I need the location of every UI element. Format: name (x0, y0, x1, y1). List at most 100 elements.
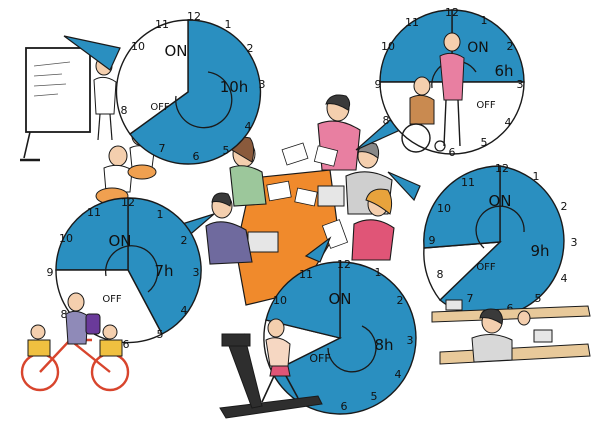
clock-number: 11 (461, 176, 475, 189)
arc-arrow-icon (327, 325, 377, 373)
clock-number: 2 (397, 294, 404, 307)
work-sector (55, 197, 129, 271)
work-sector (127, 197, 202, 335)
hours-label: 10h (220, 78, 249, 96)
clock-number: 1 (157, 208, 164, 221)
clock-number: 11 (87, 206, 101, 219)
on-label: ON (467, 40, 489, 56)
clock-number: 5 (157, 328, 164, 341)
arc-arrow-icon (175, 71, 233, 129)
clock-number: 12 (337, 258, 351, 271)
wheel-icon (401, 123, 431, 153)
whiteboard (25, 47, 91, 133)
person-purple-left (205, 192, 253, 265)
clock-number: 5 (481, 136, 488, 149)
clock-dial-student: ON 9h OFF 12 1 2 3 4 5 6 7 8 9 10 11 (387, 162, 591, 365)
caregiver-scene (401, 32, 465, 153)
off-label: OFF (476, 262, 496, 273)
off-label: OFF (309, 352, 330, 365)
clock-number: 10 (437, 202, 451, 215)
person-green-top (229, 136, 267, 207)
clock-number: 12 (121, 196, 135, 209)
clock-number: 4 (245, 120, 252, 133)
clock-number: 8 (61, 308, 68, 321)
clock-number: 11 (405, 16, 419, 29)
clock-dial-cyclist: ON 7h OFF 12 1 2 3 4 5 6 8 9 10 11 (20, 196, 215, 392)
on-label: ON (488, 192, 511, 210)
laptop-icon (445, 299, 463, 311)
clock-number: 12 (187, 10, 201, 23)
clock-number: 1 (225, 18, 232, 31)
lecture-hall-scene (431, 299, 591, 365)
laptop-icon (533, 329, 553, 343)
clock-number: 6 (123, 338, 130, 351)
person-pink-right (351, 188, 395, 261)
clock-dial-teacher: ON OFF 10h 12 1 2 3 4 5 6 7 8 10 11 (63, 10, 266, 165)
arc-arrow-icon (105, 245, 159, 293)
clock-number: 10 (131, 40, 145, 53)
clock-number: 3 (259, 78, 266, 91)
clock-number: 7 (467, 292, 474, 305)
off-sector (115, 19, 189, 135)
clock-number: 9 (375, 78, 382, 91)
clock-number: 3 (571, 236, 578, 249)
hours-label: 8h (374, 336, 393, 354)
meeting-scene (205, 94, 395, 306)
on-label: ON (328, 290, 351, 308)
laptop-icon (247, 231, 279, 253)
clock-number: 6 (341, 400, 348, 413)
clock-number: 5 (371, 390, 378, 403)
on-label: ON (108, 232, 131, 250)
clock-number: 2 (181, 234, 188, 247)
clock-number: 10 (273, 294, 287, 307)
clock-number: 8 (383, 114, 390, 127)
hours-label: 6h (494, 62, 513, 80)
work-sector (451, 9, 525, 83)
laptop-icon (317, 185, 345, 207)
clock-dial-runner: ON 8h OFF 12 1 2 3 4 5 6 10 11 (219, 236, 417, 419)
clock-number: 10 (59, 232, 73, 245)
clock-number: 6 (449, 146, 456, 159)
work-sector (423, 165, 501, 249)
on-label: ON (164, 42, 187, 60)
clock-number: 1 (481, 14, 488, 27)
clock-number: 4 (505, 116, 512, 129)
clock-number: 4 (561, 272, 568, 285)
clock-number: 9 (429, 234, 436, 247)
clock-number: 1 (533, 170, 540, 183)
clock-number: 1 (375, 266, 382, 279)
clock-number: 4 (181, 304, 188, 317)
clock-number: 10 (381, 40, 395, 53)
clock-number: 6 (193, 150, 200, 163)
clock-number: 5 (535, 292, 542, 305)
treadmill-scene (219, 318, 323, 419)
clock-number: 11 (155, 18, 169, 31)
clock-number: 2 (561, 200, 568, 213)
clock-dial-caregiver: ON 6h OFF 12 1 2 3 4 5 6 8 9 10 11 (355, 6, 525, 159)
work-sector (379, 9, 453, 83)
clock-number: 12 (445, 6, 459, 19)
clock-number: 4 (395, 368, 402, 381)
treadmill (219, 395, 323, 419)
clock-number: 2 (247, 42, 254, 55)
work-sector (265, 261, 341, 339)
clock-number: 2 (507, 40, 514, 53)
arc-arrow-icon (475, 205, 525, 249)
clock-number: 11 (299, 268, 313, 281)
clock-number: 9 (47, 266, 54, 279)
off-label: OFF (102, 294, 122, 305)
clock-number: 12 (495, 162, 509, 175)
clock-number: 3 (193, 266, 200, 279)
hours-label: 7h (154, 262, 173, 280)
hours-label: 9h (530, 242, 549, 260)
clock-number: 8 (121, 104, 128, 117)
clock-number: 3 (407, 334, 414, 347)
work-sector (129, 19, 262, 165)
off-label: OFF (476, 100, 496, 111)
clock-number: 5 (223, 144, 230, 157)
off-label: OFF (150, 102, 170, 113)
clock-number: 8 (437, 268, 444, 281)
cyclist-scene (20, 292, 130, 392)
clock-number: 7 (159, 142, 166, 155)
